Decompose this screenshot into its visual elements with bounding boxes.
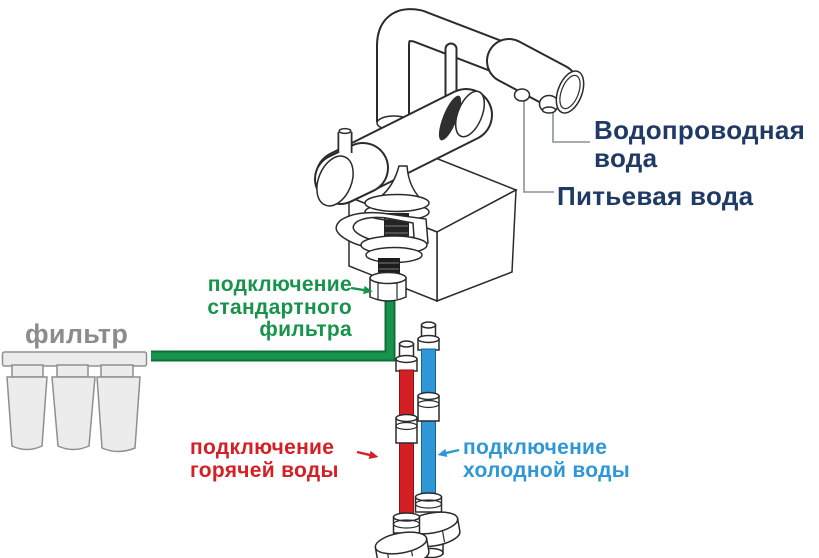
hot-water-line1: подключение xyxy=(190,436,335,459)
filter-unit-illustration xyxy=(1,351,148,453)
cold-water-line2: холодной воды xyxy=(463,458,631,482)
hot-water-line2: горячей воды xyxy=(190,458,339,482)
tap-water-line1: Водопроводная xyxy=(594,115,806,145)
hot-water-label: подключение горячей воды xyxy=(190,436,339,482)
cold-water-line1: подключение xyxy=(463,436,608,459)
filter-connection-line2: стандартного xyxy=(207,295,352,319)
red-right-arrow-icon xyxy=(356,450,379,460)
filter-connection-line3: фильтра xyxy=(259,318,352,341)
handle-cap xyxy=(316,155,354,207)
filter-connection-label: подключение стандартного фильтра xyxy=(150,273,352,342)
drinking-water-label: Питьевая вода xyxy=(557,181,754,211)
handle-pin xyxy=(338,127,352,135)
filter-label: фильтр xyxy=(25,319,129,349)
hot-water-hose xyxy=(374,340,430,558)
cold-water-label: подключение холодной воды xyxy=(463,436,631,482)
filter-pipe xyxy=(151,297,396,362)
green-right-arrow-icon xyxy=(350,285,373,295)
tap-water-label: Водопроводная вода xyxy=(594,116,805,172)
filter-connection-line1: подключение xyxy=(207,273,352,296)
faucet-illustration xyxy=(151,8,585,362)
leader-lines xyxy=(523,94,590,193)
hot-hose-nut xyxy=(374,531,430,558)
filter-connection-nut xyxy=(369,271,407,302)
tap-water-line2: вода xyxy=(594,143,658,173)
blue-left-arrow-icon xyxy=(437,448,460,458)
spout-face xyxy=(555,70,585,114)
aerator-bump xyxy=(513,88,531,102)
